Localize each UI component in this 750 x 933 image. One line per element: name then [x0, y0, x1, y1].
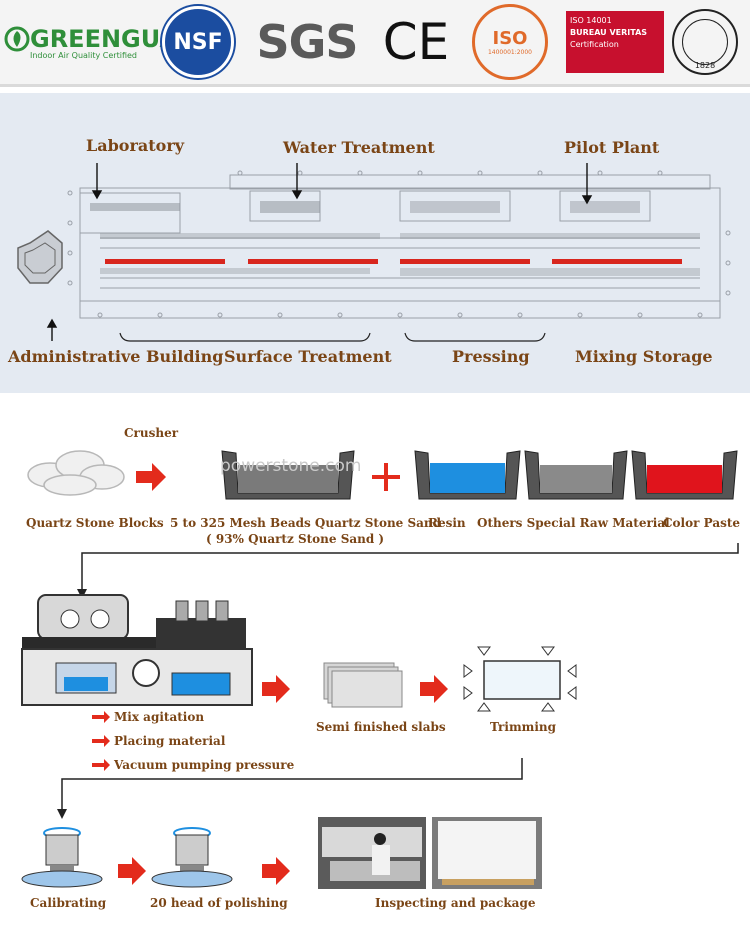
label-laboratory: Laboratory	[86, 136, 185, 155]
crusher-arrow-icon	[136, 463, 166, 491]
arrow-icon	[262, 675, 290, 703]
arrow-icon	[420, 675, 448, 703]
label-trimming: Trimming	[490, 720, 557, 734]
label-administrative-building: Administrative Building	[8, 347, 224, 366]
label-mixing-storage: Mixing Storage	[575, 347, 713, 366]
label-polishing: 20 head of polishing	[150, 896, 288, 910]
bureau-veritas-logo: ISO 14001 BUREAU VERITAS Certification 1…	[566, 6, 744, 78]
plant-layout-panel: Laboratory Water Treatment Pilot Plant A…	[0, 93, 750, 393]
ce-logo: CE	[382, 13, 450, 71]
calibrating-machine-icon	[21, 827, 103, 888]
label-quartz-sand-percent: ( 93% Quartz Stone Sand )	[206, 532, 385, 546]
connector-line-1	[81, 543, 739, 591]
iso-logo: ISO 1400001:2000	[468, 4, 552, 80]
label-surface-treatment: Surface Treatment	[224, 347, 392, 366]
label-others-special: Others Special Raw Material	[477, 516, 670, 530]
label-semi-finished: Semi finished slabs	[316, 720, 446, 734]
greenguard-logo: GREENGUARD Indoor Air Quality Certified	[4, 6, 216, 78]
plant-blueprint	[17, 163, 731, 342]
quartz-stone-blocks-icon	[27, 450, 125, 496]
greenguard-tagline: Indoor Air Quality Certified	[30, 50, 137, 60]
inspection-photo	[318, 817, 426, 889]
color-paste-container-icon	[631, 450, 738, 500]
arrow-icon	[262, 857, 290, 885]
label-quartz-stone-blocks: Quartz Stone Blocks	[26, 516, 164, 530]
nsf-logo: NSF	[162, 6, 234, 78]
sgs-logo: SGS	[256, 15, 358, 69]
label-water-treatment: Water Treatment	[283, 138, 435, 157]
arrow-icon	[118, 857, 146, 885]
package-photo	[432, 817, 542, 889]
label-crusher: Crusher	[124, 426, 179, 440]
bv-year: 1828	[694, 61, 716, 70]
sand-container-icon	[221, 450, 355, 500]
connector-line-2	[61, 758, 523, 811]
label-color-paste: Color Paste	[663, 516, 741, 530]
polishing-machine-icon	[151, 827, 233, 888]
label-resin: Resin	[428, 516, 466, 530]
watermark-text: powerstone.com	[220, 456, 361, 476]
substep-arrows	[92, 711, 110, 771]
label-pressing: Pressing	[452, 347, 530, 366]
label-inspecting: Inspecting and package	[375, 896, 536, 910]
special-material-container-icon	[524, 450, 628, 500]
nsf-text: NSF	[162, 6, 234, 78]
label-pilot-plant: Pilot Plant	[564, 138, 660, 157]
bv-iso-line: ISO 14001	[570, 16, 612, 25]
label-quartz-sand: 5 to 325 Mesh Beads Quartz Stone Sand	[170, 516, 442, 530]
bv-seal-icon: 1828	[672, 9, 738, 75]
process-flow-graphics: powerstone.com	[21, 450, 739, 889]
mixing-press-machine-icon	[21, 594, 253, 706]
plus-icon	[372, 463, 400, 491]
iso-code: 1400001:2000	[487, 49, 532, 56]
certification-bar: GREENGUARD Indoor Air Quality Certified …	[0, 0, 750, 87]
label-calibrating: Calibrating	[30, 896, 107, 910]
label-vacuum: Vacuum pumping pressure	[114, 758, 295, 772]
semi-finished-slabs-icon	[323, 662, 403, 708]
label-mix-agitation: Mix agitation	[114, 710, 205, 724]
greenguard-leaf-icon	[4, 26, 30, 51]
bv-cert-line: Certification	[570, 40, 619, 49]
trimming-icon	[463, 646, 577, 712]
label-placing-material: Placing material	[114, 734, 226, 748]
bv-name-line: BUREAU VERITAS	[570, 28, 648, 37]
iso-name: ISO	[492, 28, 528, 49]
resin-container-icon	[414, 450, 521, 500]
